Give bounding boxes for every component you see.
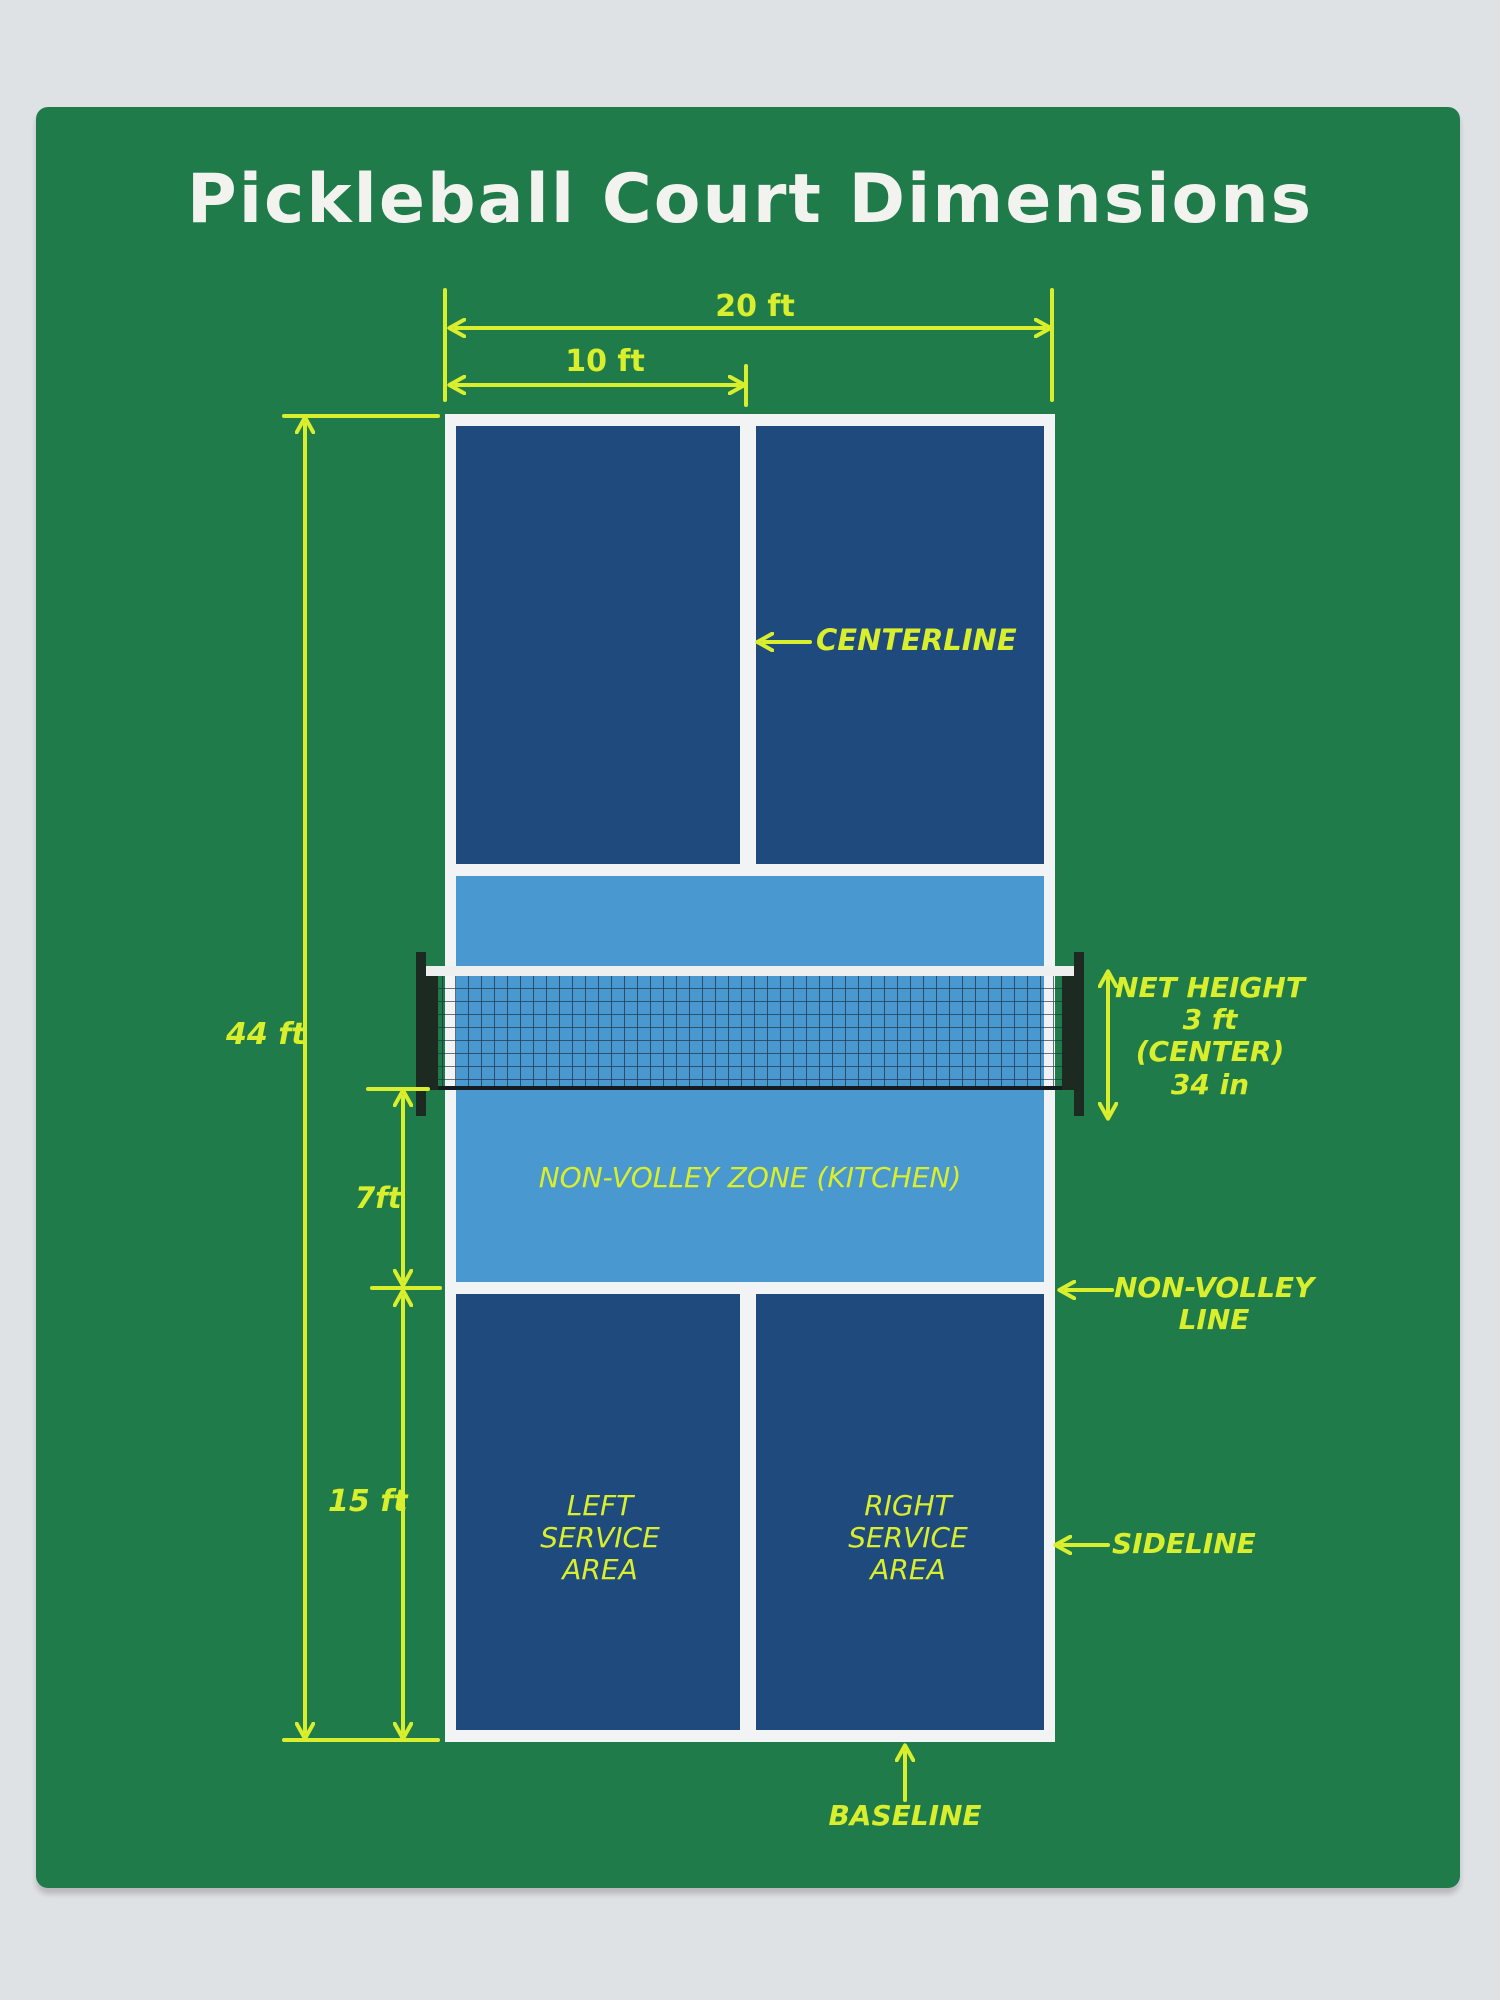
dim-7ft-label: 7ft [355, 1181, 402, 1215]
right-service-area-label: RIGHT SERVICE AREA [808, 1489, 1008, 1587]
net-height-line-4: 34 in [1170, 1067, 1250, 1101]
dim-20ft-label: 20 ft [715, 289, 795, 324]
kitchen-label: NON-VOLLEY ZONE (KITCHEN) [538, 1161, 962, 1194]
dim-10ft-label: 10 ft [565, 344, 645, 379]
left-service-line-2: SERVICE [540, 1521, 660, 1555]
right-service-line-2: SERVICE [848, 1521, 968, 1555]
non-volley-line-line-1: NON-VOLLEY [1114, 1271, 1315, 1304]
net-height-line-2: 3 ft [1182, 1003, 1238, 1037]
non-volley-line-line-2: LINE [1178, 1303, 1250, 1337]
right-service-line-1: RIGHT [864, 1489, 952, 1522]
sideline-label: SIDELINE [1112, 1527, 1256, 1560]
left-service-area [456, 1294, 740, 1730]
non-volley-line-label: NON-VOLLEY LINE [1114, 1271, 1315, 1337]
right-service-line-3: AREA [870, 1553, 946, 1587]
net-height-line-3: (CENTER) [1135, 1035, 1285, 1069]
page-title: Pickleball Court Dimensions [186, 160, 1314, 239]
right-service-area [756, 1294, 1044, 1730]
net-bottom-cord [436, 1086, 1070, 1090]
net-post-left [416, 952, 426, 1116]
net-mesh [436, 975, 1070, 1088]
net-post-right [1074, 952, 1084, 1116]
net-height-line-1: NET HEIGHT [1115, 971, 1305, 1004]
dim-15ft-label: 15 ft [328, 1484, 408, 1519]
dim-44ft-label: 44 ft [226, 1017, 306, 1052]
left-service-area-label: LEFT SERVICE AREA [500, 1489, 700, 1587]
net-top-band [426, 966, 1074, 976]
far-right-service-area [756, 426, 1044, 864]
left-service-line-3: AREA [562, 1553, 638, 1587]
far-left-service-area [456, 426, 740, 864]
net-height-label: NET HEIGHT 3 ft (CENTER) 34 in [1110, 971, 1310, 1101]
left-service-line-1: LEFT [566, 1489, 634, 1522]
net-post-right-sleeve [1062, 976, 1076, 1090]
baseline-label: BASELINE [828, 1799, 982, 1832]
centerline-label: CENTERLINE [816, 623, 1017, 657]
net-post-left-sleeve [424, 976, 438, 1090]
